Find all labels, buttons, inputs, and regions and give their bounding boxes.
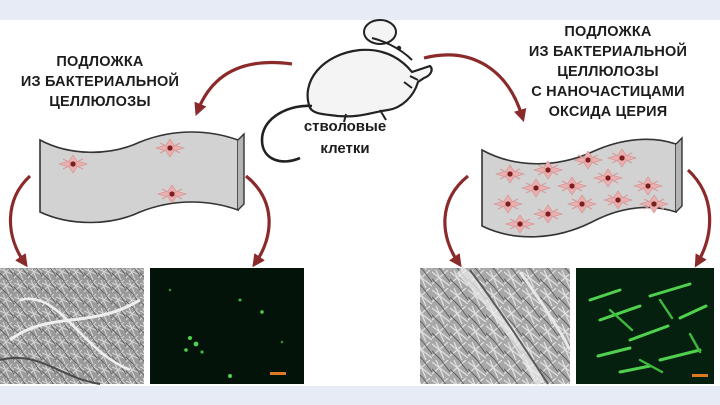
label-line: ЦЕЛЛЮЛОЗЫ (49, 94, 151, 110)
sem-image-right (420, 266, 572, 387)
stem-cells-label: стволовые клетки (290, 116, 400, 160)
mouse-icon (260, 19, 433, 163)
label-line: ПОДЛОЖКА (56, 54, 144, 70)
curved-arrow-icon (423, 53, 527, 123)
label-line: С НАНОЧАСТИЦАМИ (531, 84, 685, 100)
label-line: стволовые (303, 118, 387, 135)
label-line: ПОДЛОЖКА (564, 24, 652, 40)
sem-image-left (0, 268, 144, 385)
label-line: клетки (320, 140, 370, 157)
curved-arrow-icon (443, 174, 470, 268)
curved-arrow-icon (8, 174, 32, 268)
right-substrate-label: ПОДЛОЖКА ИЗ БАКТЕРИАЛЬНОЙ ЦЕЛЛЮЛОЗЫ С НА… (520, 22, 696, 122)
scaffold-icon (39, 131, 245, 224)
curved-arrow-icon (244, 174, 271, 268)
left-substrate-label: ПОДЛОЖКА ИЗ БАКТЕРИАЛЬНОЙ ЦЕЛЛЮЛОЗЫ (20, 52, 180, 112)
label-line: ОКСИДА ЦЕРИЯ (548, 104, 668, 120)
fluorescence-image-right (576, 268, 714, 384)
curved-arrow-icon (686, 168, 712, 268)
label-line: ИЗ БАКТЕРИАЛЬНОЙ (528, 44, 688, 60)
curved-arrow-icon (194, 60, 293, 116)
fluorescence-image-left (150, 268, 304, 384)
label-line: ИЗ БАКТЕРИАЛЬНОЙ (20, 74, 180, 90)
bottom-band (0, 386, 720, 405)
scale-bar (270, 372, 286, 375)
scale-bar (692, 374, 708, 377)
top-band (0, 0, 720, 20)
label-line: ЦЕЛЛЮЛОЗЫ (557, 64, 659, 80)
